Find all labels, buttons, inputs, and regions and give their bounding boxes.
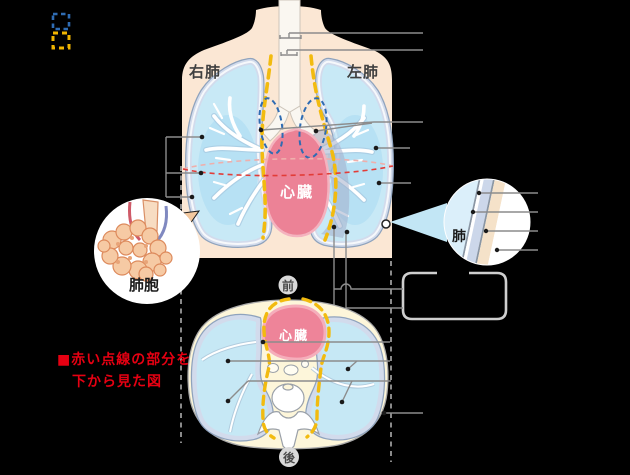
inset-lung-label: 肺 [452, 229, 466, 245]
trachea [261, 0, 318, 142]
label-box-border [401, 271, 508, 321]
vertebra [256, 383, 321, 450]
heart-behind-lung-shade [310, 130, 350, 238]
legend [51, 12, 71, 50]
back-badge [279, 447, 299, 467]
upper-leaders [165, 32, 423, 200]
mediastinum-dashes-lower [261, 297, 331, 440]
mediastinum-dashes-upper [260, 54, 338, 242]
left-lung-label: 左肺 [346, 63, 379, 81]
upper-figure-chest: 心臓 右肺 左肺 [182, 0, 395, 258]
legend-hilum-swatch [51, 12, 71, 31]
back-label: 後 [283, 450, 296, 465]
section-line-red [182, 157, 394, 177]
left-lung [309, 57, 395, 248]
front-label: 前 [282, 278, 294, 293]
heart-label-upper: 心臓 [280, 183, 314, 201]
alveoli-texture [116, 236, 148, 264]
right-lung-label: 右肺 [189, 63, 221, 81]
pleura-inset: 肺 [381, 170, 539, 274]
alveoli-label: 肺胞 [129, 276, 159, 294]
heart-label-lower: 心臓 [279, 328, 309, 344]
lower-figure-cross-section: 心臓 前 後 [187, 275, 423, 467]
front-badge [278, 275, 298, 295]
bronchial-tree [204, 96, 266, 226]
inset-leaders [470, 190, 538, 253]
right-lung-section [190, 313, 274, 442]
legend-mediastinum-swatch [51, 31, 71, 50]
caption-line2: 下から見た図 [72, 374, 162, 390]
alveoli-inset: 肺胞 [94, 198, 201, 304]
alveoli-sacs [97, 219, 173, 282]
mediastinal-vessels [267, 360, 309, 376]
pleura-label-box [331, 224, 508, 323]
caption-line1: ■赤い点線の部分を [57, 351, 191, 368]
right-lung [184, 57, 273, 248]
section-caption: ■赤い点線の部分を 下から見た図 [57, 351, 191, 390]
lower-leaders [225, 339, 423, 416]
magnifier-source-circle [381, 219, 391, 229]
magnifier-wedge [390, 203, 447, 242]
